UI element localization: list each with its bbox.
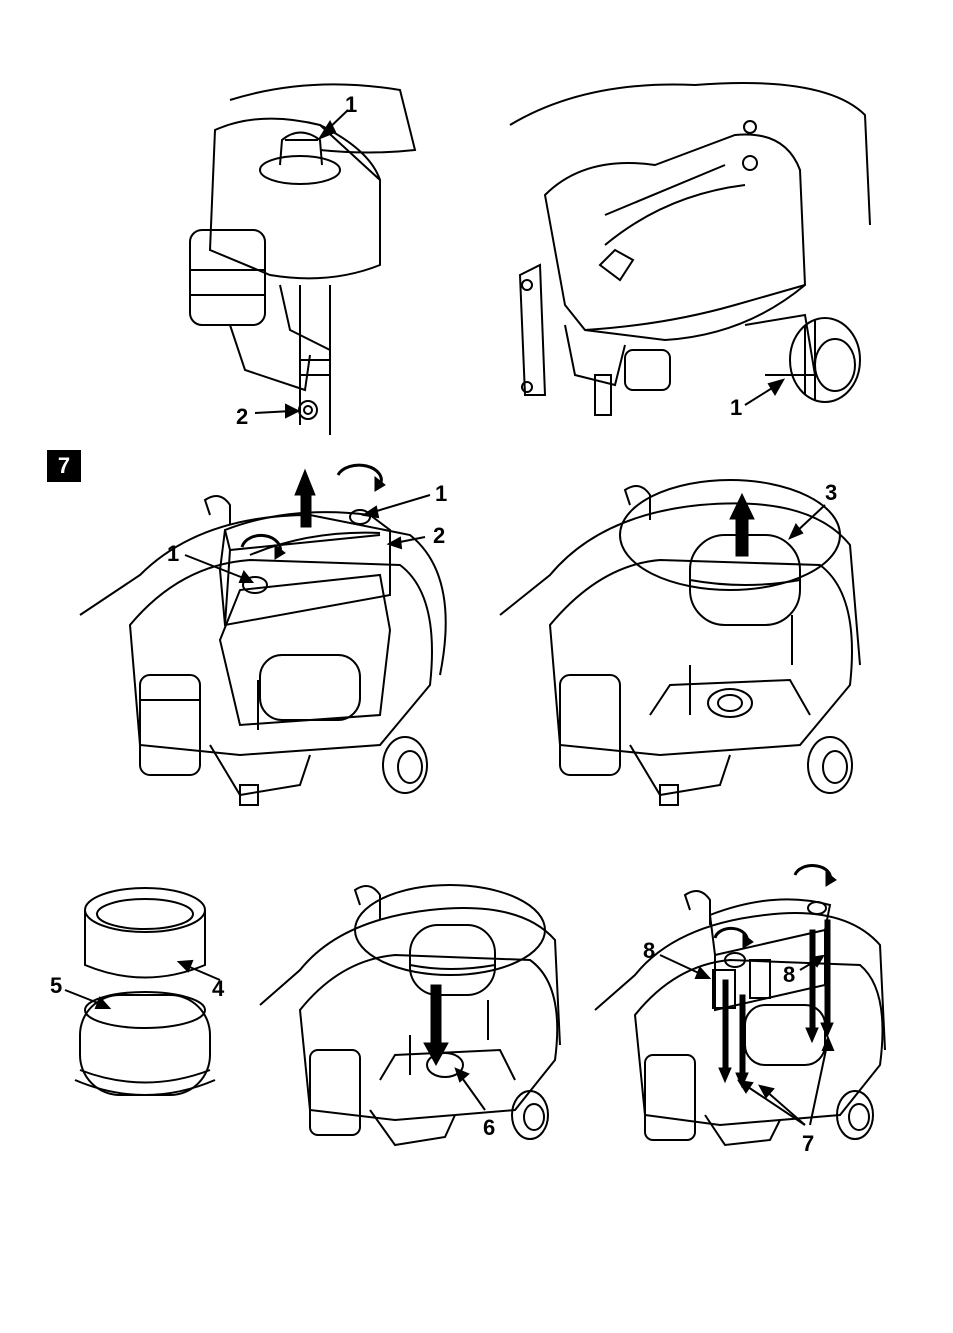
engine-cover-reinstall-drawing xyxy=(595,860,895,1160)
callout-label: 8 xyxy=(783,964,795,986)
panel-remove-cover: 1 1 2 xyxy=(80,455,480,815)
engine-oil-filter-drawing xyxy=(505,75,885,435)
engine-side-drawing xyxy=(170,70,430,440)
callout-label: 3 xyxy=(825,482,837,504)
panel-filter-parts: 4 5 xyxy=(45,880,245,1110)
panel-fuel-cap-drain: 1 2 xyxy=(170,70,430,440)
callout-label: 6 xyxy=(483,1117,495,1139)
panel-install-filter: 6 xyxy=(260,875,580,1155)
callout-label: 1 xyxy=(730,397,742,419)
callout-label: 2 xyxy=(433,525,445,547)
panel-oil-filter: 1 xyxy=(505,75,885,435)
section-number-badge: 7 xyxy=(47,450,81,482)
engine-filter-install-drawing xyxy=(260,875,580,1155)
engine-cover-removal-drawing xyxy=(80,455,480,815)
callout-label: 5 xyxy=(50,975,62,997)
callout-label: 7 xyxy=(802,1133,814,1155)
callout-label: 1 xyxy=(167,543,179,565)
callout-label: 2 xyxy=(236,406,248,428)
callout-label: 8 xyxy=(643,940,655,962)
panel-reinstall-cover: 8 8 7 xyxy=(595,860,895,1160)
callout-label: 4 xyxy=(212,978,224,1000)
engine-filter-removal-drawing xyxy=(500,465,880,815)
callout-label: 1 xyxy=(435,483,447,505)
callout-label: 1 xyxy=(345,94,357,116)
panel-remove-filter: 3 xyxy=(500,465,880,815)
